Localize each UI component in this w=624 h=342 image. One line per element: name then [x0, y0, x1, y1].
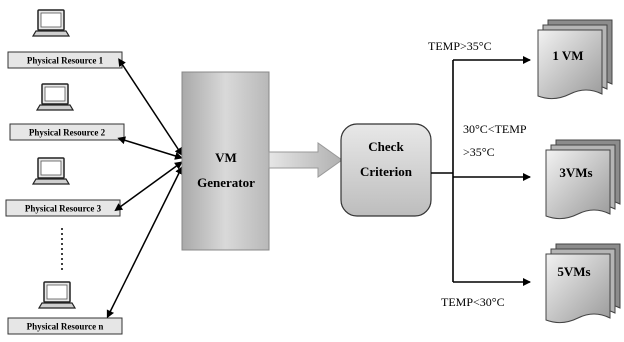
- connection-arrow-1: [118, 58, 183, 156]
- criterion-label-line1: Check: [368, 139, 404, 154]
- resource-connections: [106, 58, 183, 319]
- check-criterion: Check Criterion: [340, 123, 432, 217]
- resource-label: Physical Resource 1: [27, 56, 104, 66]
- connection-arrow-n: [106, 166, 183, 319]
- output-label: 1 VM: [552, 48, 583, 63]
- criterion-label-line2: Criterion: [360, 164, 413, 179]
- resource-label: Physical Resource 3: [25, 204, 102, 214]
- output-3vms: 3VMs: [545, 139, 621, 220]
- generator-label-line1: VM: [215, 150, 237, 165]
- output-5vms: 5VMs: [545, 243, 621, 324]
- branch-connector: [431, 56, 531, 286]
- condition-top: TEMP>35°C: [428, 39, 492, 53]
- condition-middle-line1: 30°C<TEMP: [463, 122, 527, 136]
- laptop-icon: [32, 157, 70, 185]
- generator-label-line2: Generator: [197, 175, 255, 190]
- connection-arrow-2: [117, 136, 183, 160]
- vm-generator: VM Generator: [181, 71, 270, 251]
- laptop-icon: [32, 9, 70, 37]
- physical-resource-n: Physical Resource n: [7, 281, 123, 335]
- resource-label-box: [7, 317, 123, 335]
- physical-resource-2: Physical Resource 2: [9, 83, 125, 141]
- document-stack-icon: [545, 253, 611, 324]
- condition-middle-line2: >35°C: [463, 145, 495, 159]
- block-arrow: [268, 142, 343, 178]
- output-label: 5VMs: [557, 264, 590, 279]
- laptop-icon: [38, 281, 76, 309]
- criterion-box: [340, 123, 432, 217]
- resource-label: Physical Resource 2: [29, 128, 106, 138]
- resource-label: Physical Resource n: [27, 322, 104, 332]
- document-stack-icon: [537, 29, 603, 100]
- output-label: 3VMs: [559, 165, 592, 180]
- physical-resource-3: Physical Resource 3: [5, 157, 121, 217]
- laptop-icon: [36, 83, 74, 111]
- generator-box: [181, 71, 270, 251]
- physical-resource-1: Physical Resource 1: [7, 9, 123, 69]
- document-stack-icon: [545, 149, 611, 220]
- condition-bottom: TEMP<30°C: [441, 295, 505, 309]
- output-1vm: 1 VM: [537, 19, 613, 100]
